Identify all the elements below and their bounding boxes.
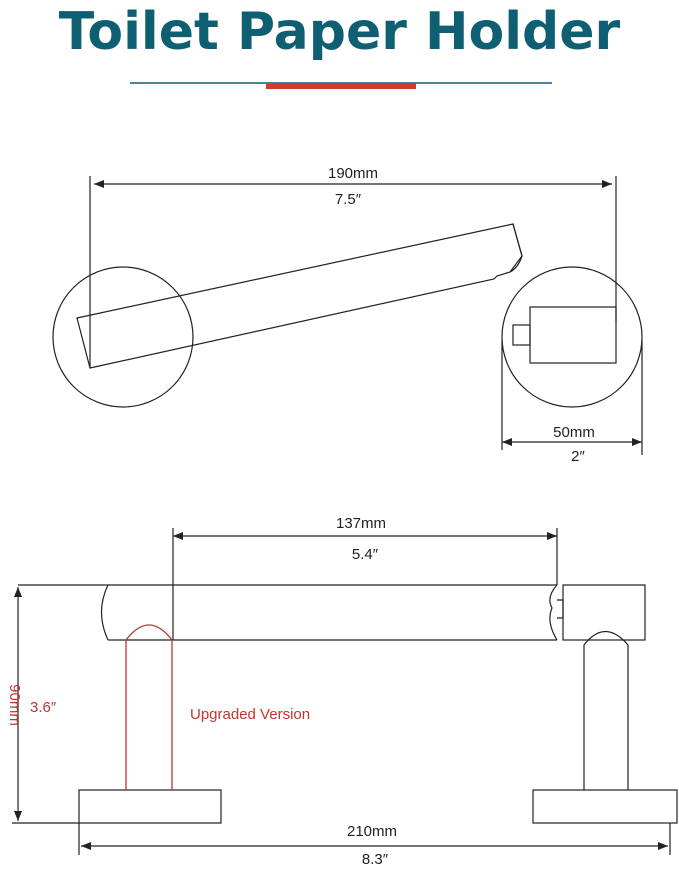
dim-190-arrow-right xyxy=(602,180,612,188)
dim-90-inch: 3.6″ xyxy=(30,699,57,716)
dim-90-arrow-top xyxy=(14,587,22,597)
dim-137-inch: 5.4″ xyxy=(352,546,379,563)
dim-90-arrow-bottom xyxy=(14,811,22,821)
dim-90-mm: 90mm xyxy=(6,684,23,726)
left-base-circle xyxy=(52,266,194,408)
dim-210-arrow-right xyxy=(658,842,668,850)
dim-190-inch: 7.5″ xyxy=(335,191,362,208)
upgraded-version-label: Upgraded Version xyxy=(190,706,310,723)
title-accent-bar xyxy=(266,83,416,89)
top-view xyxy=(52,176,643,455)
dim-210-arrow-left xyxy=(81,842,91,850)
right-post-nub xyxy=(512,324,531,346)
dim-50-arrow-right xyxy=(632,438,642,446)
dim-50-inch: 2″ xyxy=(571,448,585,465)
arm-tip-curve xyxy=(509,223,523,273)
dim-190-mm: 190mm xyxy=(328,165,378,182)
dim-137-arrow-left xyxy=(173,532,183,540)
bar-right-end xyxy=(549,584,558,641)
front-view xyxy=(12,528,678,855)
right-base-circle xyxy=(501,266,643,408)
dim-190-arrow-left xyxy=(94,180,104,188)
right-post-body xyxy=(529,306,617,364)
dim-210-mm: 210mm xyxy=(347,823,397,840)
upgraded-left-post xyxy=(125,624,173,790)
dim-50-arrow-left xyxy=(502,438,512,446)
dim-137-arrow-right xyxy=(547,532,557,540)
holder-arm xyxy=(76,223,523,369)
right-foot xyxy=(532,789,678,824)
right-cap-notch xyxy=(557,599,564,619)
dim-137-mm: 137mm xyxy=(336,515,386,532)
left-foot xyxy=(78,789,222,824)
bar-left-end xyxy=(100,584,109,641)
page-title: Toilet Paper Holder xyxy=(58,2,621,62)
dim-210-inch: 8.3″ xyxy=(362,851,389,868)
right-post xyxy=(583,630,629,790)
dim-50-mm: 50mm xyxy=(553,424,595,441)
